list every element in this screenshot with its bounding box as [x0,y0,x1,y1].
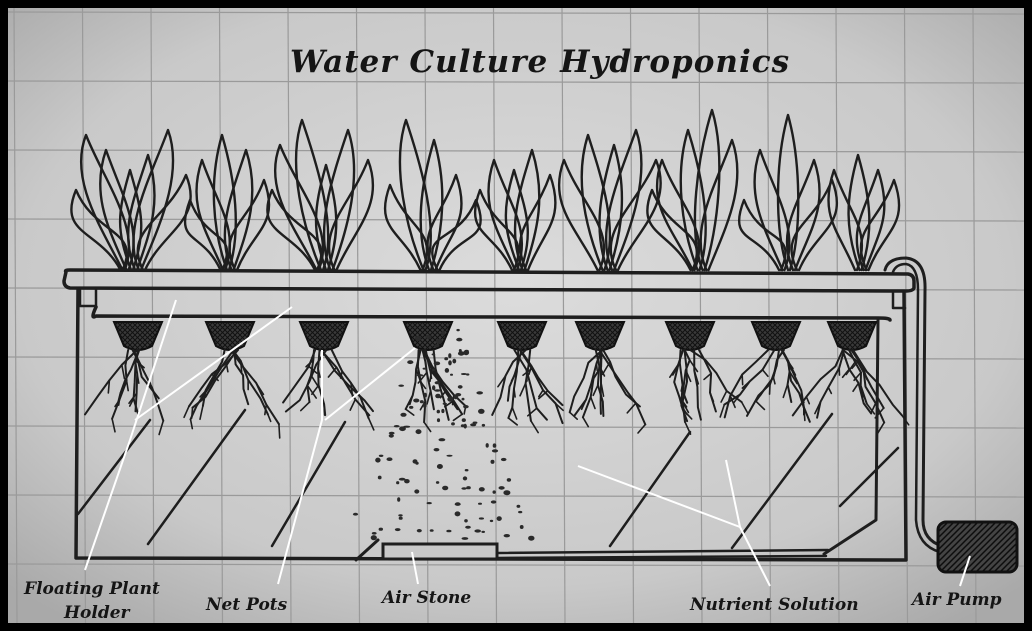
label-air-stone: Air Stone [380,588,471,608]
label-net-pots: Net Pots [205,595,288,615]
label-floating-plant-holder-line1: Floating Plant [23,579,160,599]
label-floating-plant-holder-line2: Holder [63,603,131,623]
diagram-title: Water Culture Hydroponics [290,44,790,80]
label-air-pump: Air Pump [910,590,1002,610]
label-nutrient-solution: Nutrient Solution [689,595,859,615]
air-pump-icon [938,522,1017,572]
